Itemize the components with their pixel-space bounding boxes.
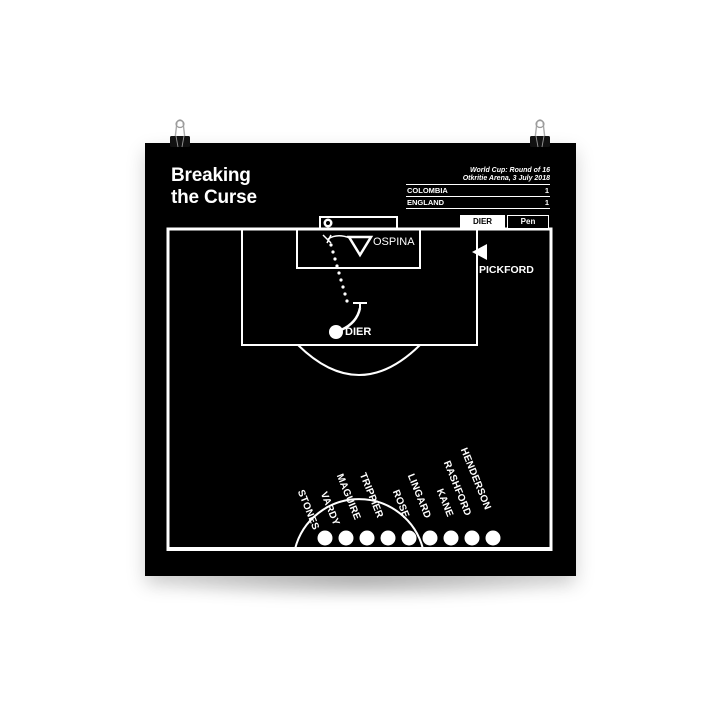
score-row: COLOMBIA 1 [406, 185, 550, 197]
triangle-left-icon [472, 244, 487, 260]
score-row: ENGLAND 1 [406, 197, 550, 209]
venue-date-label: Otkritie Arena, 3 July 2018 [462, 175, 550, 182]
team-name: ENGLAND [407, 198, 445, 207]
binder-clip-icon [170, 119, 190, 148]
six-yard-box [296, 228, 421, 269]
event-tag: DIER Pen [460, 215, 549, 229]
shooter-marker [329, 325, 343, 339]
poster-title: Breaking the Curse [171, 165, 257, 209]
pitch-outline [166, 227, 553, 551]
opponent-keeper-label: OSPINA [373, 236, 415, 248]
team-goals: 1 [544, 186, 549, 195]
pitch-diagram [166, 216, 553, 551]
title-line-2: the Curse [171, 187, 257, 208]
team-name: COLOMBIA [407, 186, 448, 195]
shot-path [329, 243, 349, 303]
own-keeper-label: PICKFORD [479, 264, 534, 276]
football-icon [323, 218, 333, 228]
penalty-arc [297, 344, 421, 376]
event-player: DIER [460, 215, 505, 229]
poster: Breaking the Curse World Cup: Round of 1… [145, 143, 576, 576]
scoreboard: COLOMBIA 1 ENGLAND 1 [406, 184, 550, 209]
triangle-down-icon [346, 235, 374, 258]
shootout-dots [317, 530, 501, 546]
binder-clip-icon [530, 119, 550, 148]
match-info: World Cup: Round of 16 Otkritie Arena, 3… [463, 167, 550, 183]
event-type: Pen [507, 215, 549, 229]
team-goals: 1 [544, 198, 549, 207]
centre-circle [294, 498, 424, 550]
title-line-1: Breaking [171, 165, 251, 186]
shooter-label: DIER [345, 326, 372, 338]
competition-label: World Cup: Round of 16 [470, 167, 550, 174]
